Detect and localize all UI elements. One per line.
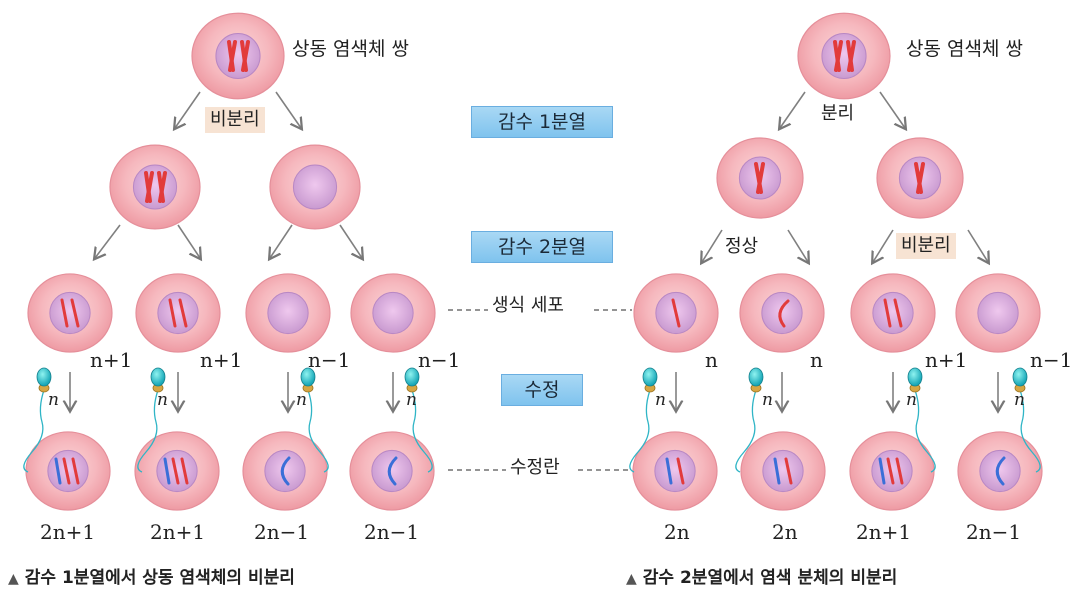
nucleus — [873, 292, 913, 333]
nucleus — [265, 450, 305, 491]
right-split-label: 분리 — [821, 105, 854, 123]
right-gamete-cell-4 — [956, 274, 1040, 352]
left-zygote-number-3: 2n−1 — [254, 522, 309, 542]
meiosis1-box: 감수 1분열 — [471, 106, 613, 138]
left-zygote-number-2: 2n+1 — [150, 522, 205, 542]
right-arrow-meiosis2-1 — [702, 230, 722, 262]
caption-triangle-icon: ▲ — [8, 571, 19, 587]
nucleus — [763, 450, 803, 491]
right-gamete-cell-3 — [851, 274, 935, 352]
right-parent-cell — [798, 13, 890, 99]
right-gamete-number-1: n — [705, 350, 718, 370]
sperm-head — [749, 368, 763, 386]
nucleus — [373, 292, 413, 333]
right-zygote-cell-4 — [958, 432, 1042, 510]
left-arrow-meiosis2-1 — [95, 225, 120, 258]
left-meiosis1-cell-2 — [270, 145, 360, 229]
nucleus — [293, 165, 336, 209]
nucleus — [268, 292, 308, 333]
right-zygote-number-1: 2n — [664, 522, 690, 542]
right-gamete-number-3: n+1 — [925, 350, 967, 370]
right-sperm-n-3: n — [906, 392, 917, 409]
left-gamete-cell-3 — [246, 274, 330, 352]
nucleus — [50, 292, 90, 333]
right-zygote-cell-2 — [741, 432, 825, 510]
right-arrow-meiosis2-2 — [788, 230, 808, 262]
nucleus — [978, 292, 1018, 333]
fertilization-box: 수정 — [501, 374, 583, 406]
left-caption: ▲ 감수 1분열에서 상동 염색체의 비분리 — [8, 563, 295, 588]
right-arrow-meiosis1-r — [880, 92, 905, 128]
left-meiosis1-cell-1 — [110, 145, 200, 229]
right-sperm-n-4: n — [1014, 392, 1025, 409]
left-gamete-number-4: n−1 — [418, 350, 460, 370]
left-arrow-meiosis2-2 — [178, 225, 200, 258]
nucleus — [158, 292, 198, 333]
right-gamete-cell-1 — [634, 274, 718, 352]
left-sperm-n-2: n — [157, 392, 168, 409]
zygote-label: 수정란 — [510, 459, 560, 477]
sperm-head — [37, 368, 51, 386]
sperm-head — [1013, 368, 1027, 386]
right-caption: ▲ 감수 2분열에서 염색 분체의 비분리 — [626, 563, 897, 588]
right-zygote-number-3: 2n+1 — [856, 522, 911, 542]
left-zygote-cell-4 — [350, 432, 434, 510]
right-top-label: 상동 염색체 쌍 — [906, 40, 1023, 59]
nucleus — [216, 33, 260, 78]
nucleus — [762, 292, 802, 333]
nucleus — [655, 450, 695, 491]
left-zygote-number-1: 2n+1 — [40, 522, 95, 542]
left-sperm-n-4: n — [406, 392, 417, 409]
left-parent-cell — [192, 13, 284, 99]
left-arrow-meiosis1-r — [276, 92, 301, 128]
right-arrow-meiosis2-4 — [968, 230, 988, 262]
right-meiosis1-cell-2 — [877, 138, 963, 218]
left-top-label: 상동 염색체 쌍 — [292, 40, 409, 59]
meiosis2-box: 감수 2분열 — [471, 231, 613, 263]
sperm-head — [151, 368, 165, 386]
right-zygote-number-2: 2n — [772, 522, 798, 542]
right-sperm-n-2: n — [762, 392, 773, 409]
left-gamete-number-1: n+1 — [90, 350, 132, 370]
right-normal-label: 정상 — [725, 238, 758, 256]
left-gamete-number-3: n−1 — [308, 350, 350, 370]
sperm-head — [908, 368, 922, 386]
left-zygote-cell-2 — [135, 432, 219, 510]
nucleus — [133, 165, 176, 209]
left-split-tag: 비분리 — [205, 107, 265, 133]
sperm-head — [405, 368, 419, 386]
left-sperm-n-1: n — [48, 392, 59, 409]
nucleus — [372, 450, 412, 491]
nucleus — [822, 33, 866, 78]
right-arrow-meiosis2-3 — [873, 230, 893, 262]
right-arrow-meiosis1-l — [780, 92, 805, 128]
left-gamete-cell-4 — [351, 274, 435, 352]
nucleus — [980, 450, 1020, 491]
right-zygote-cell-1 — [633, 432, 717, 510]
left-gamete-cell-2 — [136, 274, 220, 352]
left-caption-text: 감수 1분열에서 상동 염색체의 비분리 — [25, 568, 295, 588]
right-nondisjunction-tag: 비분리 — [896, 233, 956, 259]
right-sperm-n-1: n — [655, 392, 666, 409]
gamete-label: 생식 세포 — [492, 297, 564, 315]
left-gamete-number-2: n+1 — [200, 350, 242, 370]
arrows-layer — [70, 92, 998, 470]
right-meiosis1-cell-1 — [717, 138, 803, 218]
left-gamete-cell-1 — [28, 274, 112, 352]
left-zygote-number-4: 2n−1 — [364, 522, 419, 542]
left-arrow-meiosis1-l — [175, 92, 200, 128]
left-arrow-meiosis2-4 — [340, 225, 362, 258]
right-caption-text: 감수 2분열에서 염색 분체의 비분리 — [643, 568, 897, 588]
right-gamete-number-2: n — [810, 350, 823, 370]
right-zygote-number-4: 2n−1 — [966, 522, 1021, 542]
right-gamete-number-4: n−1 — [1030, 350, 1072, 370]
caption-triangle-icon: ▲ — [626, 571, 637, 587]
left-arrow-meiosis2-3 — [270, 225, 292, 258]
sperm-head — [643, 368, 657, 386]
left-sperm-n-3: n — [296, 392, 307, 409]
right-gamete-cell-2 — [740, 274, 824, 352]
